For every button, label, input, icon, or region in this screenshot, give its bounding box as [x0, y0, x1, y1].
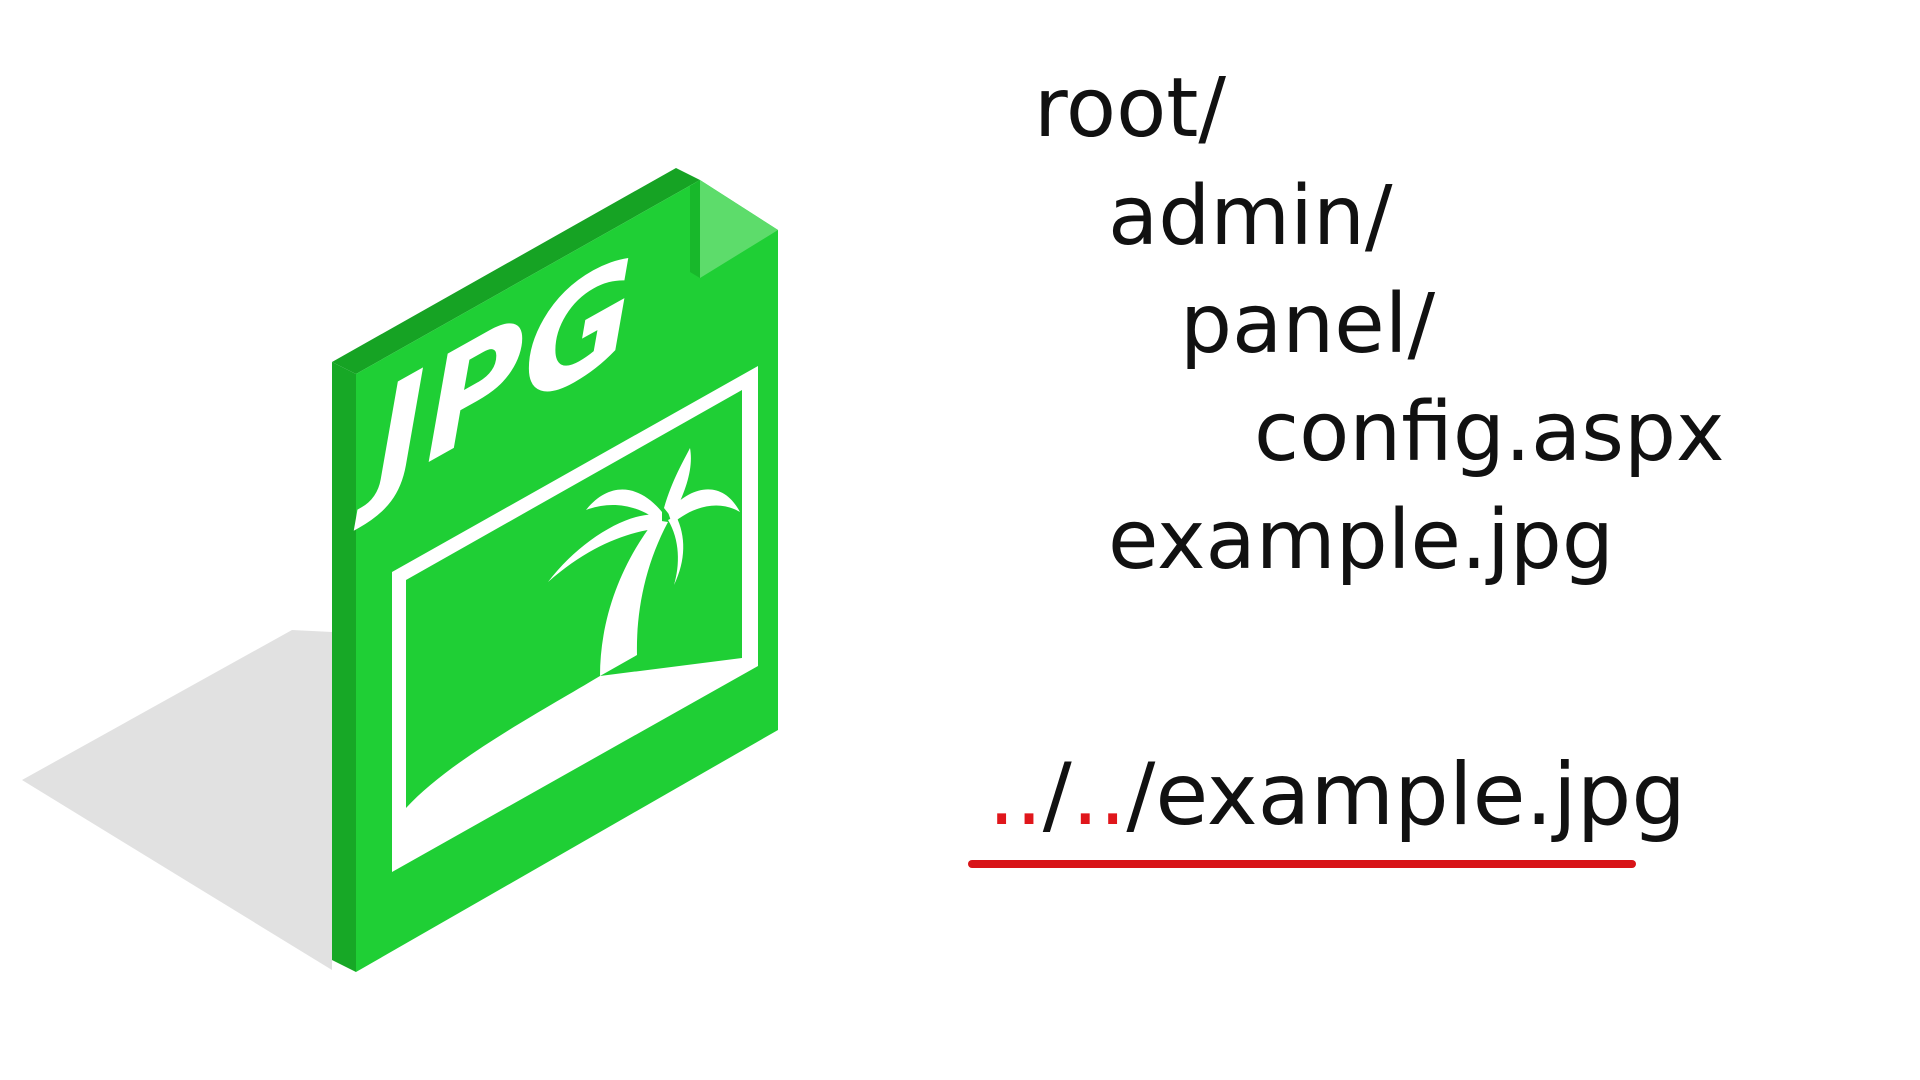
file-shadow [22, 630, 332, 970]
jpg-file-icon: JPG [22, 168, 778, 972]
file-folded-corner [700, 180, 778, 278]
tree-line-config: config.aspx [1254, 385, 1725, 480]
picture-frame-inner [406, 390, 742, 850]
traversal-underline [968, 860, 1636, 868]
beach-sand [406, 658, 742, 852]
tree-line-root: root/ [1034, 61, 1227, 156]
traversal-rest: /example.jpg [1126, 745, 1686, 845]
palm-frond-top [664, 448, 691, 518]
file-left-side [332, 362, 356, 972]
tree-line-example: example.jpg [1108, 493, 1614, 588]
traversal-dots-2: .. [1071, 745, 1127, 845]
palm-trunk [600, 520, 668, 676]
palm-frond-right [668, 489, 740, 524]
palm-frond-left [548, 514, 660, 582]
path-traversal-string: ../../example.jpg [988, 752, 1686, 838]
tree-line-panel: panel/ [1180, 277, 1436, 372]
traversal-dots-1: .. [988, 745, 1043, 845]
file-fold-shade [690, 180, 700, 278]
palm-frond-lower-right [668, 516, 684, 585]
file-top-edge [332, 168, 700, 374]
tree-line-admin: admin/ [1108, 169, 1393, 264]
traversal-slash-1: / [1042, 745, 1072, 845]
palm-frond-upper-left [586, 489, 662, 524]
